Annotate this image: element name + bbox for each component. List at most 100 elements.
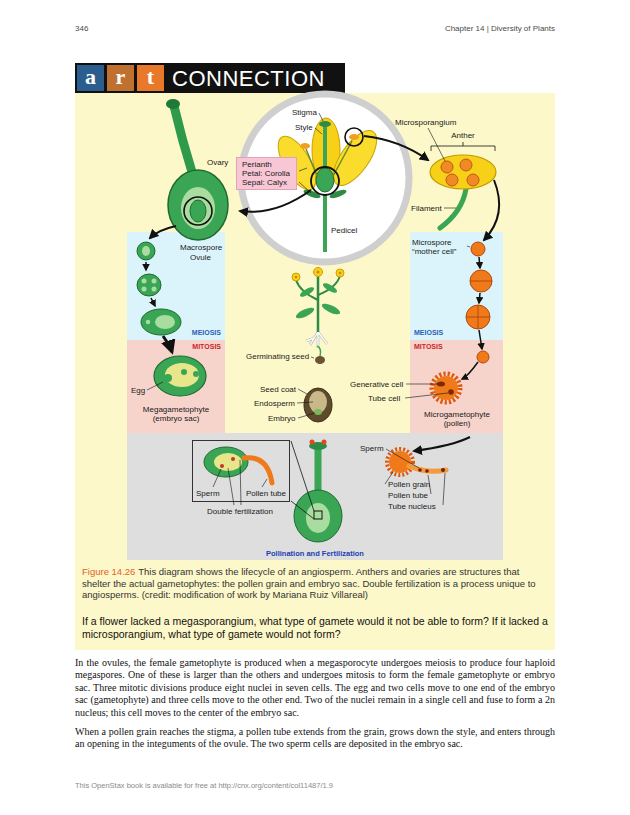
pistil-illustration bbox=[204, 447, 248, 477]
part-label: Pollen tube bbox=[388, 491, 428, 500]
ovary-illustration bbox=[181, 187, 215, 229]
figure-panel bbox=[75, 93, 555, 650]
body-paragraph-box: In the ovules, the female gametophyte is… bbox=[75, 657, 555, 719]
megaspore-cells bbox=[165, 363, 199, 387]
part-label-box: Egg bbox=[131, 386, 145, 395]
microspore-cells bbox=[432, 242, 492, 402]
page-footer-box: This OpenStax book is available for free… bbox=[75, 781, 333, 790]
leader-line bbox=[299, 168, 307, 171]
process-arrow bbox=[479, 257, 480, 268]
flower-illustration bbox=[241, 94, 409, 262]
caption-box: Figure 14.26This diagram shows the lifec… bbox=[82, 566, 548, 601]
seedling-illustration bbox=[317, 276, 320, 332]
part-label-box: Ovary bbox=[207, 158, 228, 167]
seedling-illustration bbox=[339, 272, 342, 275]
part-label-box: Endosperm bbox=[254, 399, 295, 408]
process-arrow bbox=[240, 190, 311, 212]
stage-name-box: Megagametophyte (embryo sac) bbox=[128, 405, 224, 423]
banner-letter-box: a bbox=[77, 64, 104, 90]
flower-illustration bbox=[316, 168, 334, 192]
anther-illustration bbox=[441, 161, 453, 173]
part-label: Ovary bbox=[207, 158, 228, 167]
seedling-illustration bbox=[306, 332, 327, 348]
pistil-illustration bbox=[204, 440, 446, 543]
banner-letter-box bbox=[77, 65, 104, 91]
part-label-box: Anther bbox=[440, 131, 486, 140]
body-paragraph: When a pollen grain reaches the stigma, … bbox=[75, 726, 555, 749]
ovary-illustration bbox=[174, 106, 192, 172]
part-label: Generative cell bbox=[350, 380, 403, 389]
part-label-box: Pedicel bbox=[331, 226, 357, 235]
stage-name: Microgametophyte (pollen) bbox=[424, 410, 490, 428]
microspore-cells bbox=[434, 376, 458, 400]
part-label: Filament bbox=[411, 204, 442, 213]
pistil-illustration bbox=[291, 501, 314, 519]
stage-label: MEIOSIS bbox=[414, 329, 443, 337]
megaspore-cells bbox=[141, 309, 181, 335]
part-label-box: Pollen grain bbox=[388, 480, 430, 489]
part-label: Sperm bbox=[360, 444, 384, 453]
process-arrow bbox=[484, 180, 499, 240]
part-label: Tube cell bbox=[368, 394, 400, 403]
leader-line bbox=[428, 128, 445, 161]
microspore-cells bbox=[470, 281, 492, 282]
pistil-illustration bbox=[306, 503, 330, 533]
seedling-illustration bbox=[317, 271, 320, 274]
banner-letter-box: t bbox=[137, 64, 164, 90]
part-label-box: Style bbox=[295, 123, 313, 132]
flower-illustration bbox=[271, 131, 324, 196]
pistil-illustration bbox=[425, 469, 429, 473]
pistil-illustration bbox=[418, 468, 422, 472]
microspore-cells bbox=[471, 242, 485, 256]
megaspore-cells bbox=[193, 371, 199, 377]
part-label: Seed coat bbox=[260, 385, 296, 394]
banner-letter: t bbox=[147, 64, 154, 89]
question-text-box: If a flower lacked a megasporangium, wha… bbox=[82, 615, 548, 641]
process-arrow bbox=[414, 437, 470, 451]
seedling-illustration bbox=[296, 280, 318, 300]
leader-line bbox=[444, 208, 456, 209]
megaspore-cells bbox=[152, 279, 157, 284]
body-paragraph-box: When a pollen grain reaches the stigma, … bbox=[75, 726, 555, 751]
part-label: Macrospore bbox=[180, 243, 222, 252]
part-label: Egg bbox=[131, 386, 145, 395]
inset-caption: Double fertilization bbox=[207, 507, 273, 516]
part-label: Microspore “mother cell” bbox=[412, 238, 456, 256]
leader-line bbox=[406, 384, 438, 385]
anther-illustration bbox=[460, 159, 472, 171]
banner-letter: r bbox=[116, 64, 126, 89]
leader-line bbox=[319, 113, 323, 121]
part-label: Pollen grain bbox=[388, 480, 430, 489]
ovary-illustration bbox=[184, 197, 212, 225]
process-arrow bbox=[146, 136, 499, 451]
seedling-illustration bbox=[304, 388, 332, 422]
part-label-box: Generative cell bbox=[350, 380, 403, 389]
microspore-cells bbox=[477, 351, 489, 363]
running-header-box: Chapter 14 | Diversity of Plants bbox=[355, 24, 555, 34]
ovary-illustration bbox=[166, 99, 228, 240]
process-arrow bbox=[151, 298, 155, 306]
microspore-cells bbox=[466, 305, 490, 329]
body-paragraph: In the ovules, the female gametophyte is… bbox=[75, 657, 555, 718]
ovary-illustration bbox=[168, 170, 228, 240]
leader-line bbox=[298, 389, 307, 394]
part-label: Style bbox=[295, 123, 313, 132]
part-label: Tube nucleus bbox=[388, 502, 436, 511]
ovary-illustration bbox=[190, 200, 206, 222]
perianth-label-box: PerianthPetal: CorollaSepal: Calyx bbox=[236, 157, 297, 190]
anther-illustration bbox=[430, 155, 496, 189]
anther-illustration bbox=[440, 189, 466, 228]
process-arrow bbox=[364, 136, 428, 160]
seedling-illustration bbox=[299, 285, 316, 298]
megaspore-cells bbox=[146, 320, 150, 324]
part-label: Pedicel bbox=[331, 226, 357, 235]
pistil-illustration bbox=[322, 440, 327, 445]
process-arrow bbox=[150, 226, 176, 238]
stage-label: Pollination and Fertilization bbox=[266, 549, 364, 558]
flower-illustration bbox=[319, 121, 331, 127]
leader-line bbox=[405, 393, 448, 398]
megaspore-cells bbox=[137, 242, 206, 396]
stage-name: Megagametophyte (embryo sac) bbox=[143, 405, 209, 423]
part-label: Microsporangium bbox=[395, 118, 456, 127]
seedling-illustration bbox=[306, 332, 327, 348]
